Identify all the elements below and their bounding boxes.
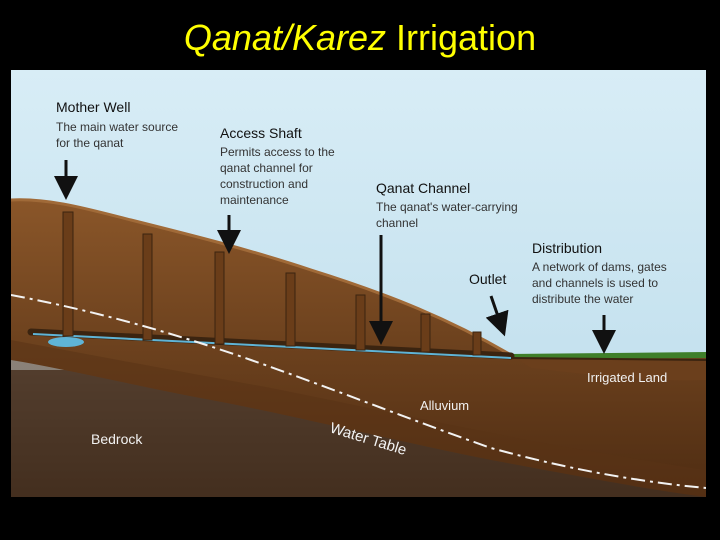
outlet-arrow — [485, 295, 509, 337]
access-shaft-desc-4: maintenance — [220, 193, 289, 207]
channel-to-field — [510, 357, 706, 361]
access-shaft-heading: Access Shaft — [220, 125, 302, 141]
mother-well-shaft — [62, 211, 74, 337]
qanat-channel-heading: Qanat Channel — [376, 180, 470, 196]
grass-strip — [509, 352, 706, 359]
channel-water — [32, 333, 512, 359]
title-plain: Irrigation — [396, 17, 537, 58]
mother-well-desc-1: The main water source — [56, 120, 178, 134]
mother-well-pool — [48, 337, 84, 347]
water-table-line — [11, 294, 706, 489]
access-shaft-desc-3: construction and — [220, 177, 308, 191]
distribution-desc-3: distribute the water — [532, 292, 633, 306]
qanat-diagram: Mother Well The main water source for th… — [11, 70, 706, 497]
distribution-desc-1: A network of dams, gates — [532, 260, 667, 274]
title-italic: Qanat/Karez — [183, 17, 387, 58]
irrigated-land-label: Irrigated Land — [587, 370, 667, 385]
access-shafts — [62, 211, 482, 356]
alluvium-label: Alluvium — [420, 398, 469, 413]
slide-title: Qanat/Karez Irrigation — [0, 14, 720, 62]
bedrock-label: Bedrock — [91, 431, 143, 447]
outlet-label: Outlet — [469, 271, 506, 287]
mother-well-heading: Mother Well — [56, 99, 130, 115]
qanat-channel — [27, 328, 515, 360]
access-shaft-desc-2: qanat channel for — [220, 161, 313, 175]
distribution-desc-2: and channels is used to — [532, 276, 658, 290]
irrigated-land-surface — [511, 355, 706, 381]
mother-well-desc-2: for the qanat — [56, 136, 124, 150]
qanat-channel-desc-2: channel — [376, 216, 418, 230]
access-shaft-desc-1: Permits access to the — [220, 145, 335, 159]
qanat-channel-desc-1: The qanat's water-carrying — [376, 200, 518, 214]
distribution-heading: Distribution — [532, 240, 602, 256]
